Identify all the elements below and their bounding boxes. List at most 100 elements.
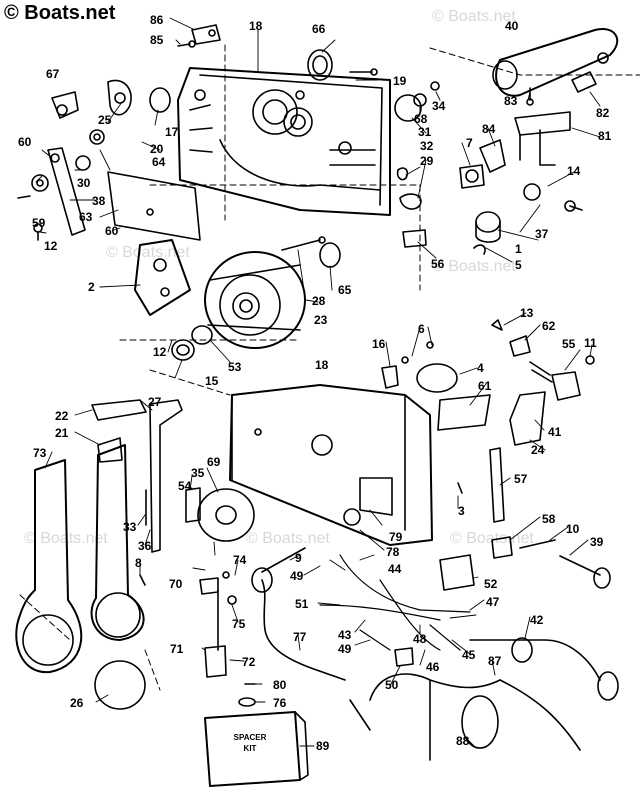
callout-label: 78 bbox=[386, 545, 400, 559]
callout-label: 14 bbox=[567, 164, 581, 178]
callout-label: 5 bbox=[515, 258, 522, 272]
callout-label: 84 bbox=[482, 122, 496, 136]
gear-assembly bbox=[204, 251, 306, 349]
callout-label: 50 bbox=[385, 678, 399, 692]
callout-label: 18 bbox=[315, 358, 329, 372]
callout-label: 21 bbox=[55, 426, 69, 440]
callout-label: 39 bbox=[590, 535, 604, 549]
callout-label: 23 bbox=[314, 313, 328, 327]
callout-label: 43 bbox=[338, 628, 352, 642]
callout-label: 55 bbox=[562, 337, 576, 351]
callout-label: 13 bbox=[520, 306, 534, 320]
callout-label: 80 bbox=[273, 678, 287, 692]
throttle-handle bbox=[492, 28, 619, 97]
callout-label: 83 bbox=[504, 94, 518, 108]
callout-label: 7 bbox=[466, 136, 473, 150]
callout-label: 57 bbox=[514, 472, 528, 486]
callout-label: 79 bbox=[389, 530, 403, 544]
callout-label: 26 bbox=[70, 696, 84, 710]
callout-label: 60 bbox=[105, 224, 119, 238]
callout-label: 19 bbox=[393, 74, 407, 88]
callout-label: 82 bbox=[596, 106, 610, 120]
callout-label: 18 bbox=[249, 19, 263, 33]
callout-label: 71 bbox=[170, 642, 184, 656]
callout-label: 45 bbox=[462, 648, 476, 662]
callout-label: 12 bbox=[44, 239, 58, 253]
watermark-faint: © Boats.net bbox=[106, 244, 190, 261]
callout-label: 11 bbox=[584, 336, 597, 350]
callout-label: 66 bbox=[312, 22, 326, 36]
callout-label: 9 bbox=[295, 551, 302, 565]
callout-label: 29 bbox=[420, 154, 434, 168]
callout-label: 47 bbox=[486, 595, 500, 609]
callout-label: 30 bbox=[77, 176, 91, 190]
callout-label: 60 bbox=[18, 135, 32, 149]
watermark-faint: © Boats.net bbox=[432, 258, 516, 275]
callout-label: 6 bbox=[418, 322, 425, 336]
spacer-kit-line1: SPACER bbox=[234, 733, 267, 742]
callout-label: 49 bbox=[338, 642, 352, 656]
callout-label: 54 bbox=[178, 479, 192, 493]
callout-label: 65 bbox=[338, 283, 352, 297]
callout-label: 87 bbox=[488, 654, 502, 668]
callout-label: 76 bbox=[273, 696, 287, 710]
callout-label: 1 bbox=[515, 242, 522, 256]
upper-control-housing bbox=[177, 67, 391, 216]
callout-label: 53 bbox=[228, 360, 242, 374]
callout-label: 61 bbox=[478, 379, 492, 393]
callout-label: 75 bbox=[232, 617, 246, 631]
callout-label: 4 bbox=[477, 361, 484, 375]
callout-label: 16 bbox=[372, 337, 386, 351]
callout-label: 46 bbox=[426, 660, 440, 674]
spacer-kit-box bbox=[204, 711, 309, 787]
callout-label: 48 bbox=[413, 632, 427, 646]
callout-label: 25 bbox=[98, 113, 112, 127]
callout-label: 2 bbox=[88, 280, 95, 294]
callout-label: 38 bbox=[92, 194, 106, 208]
callout-label: 35 bbox=[191, 466, 205, 480]
callout-label: 72 bbox=[242, 655, 256, 669]
callout-label: 69 bbox=[207, 455, 221, 469]
callout-label: 37 bbox=[535, 227, 549, 241]
callout-label: 20 bbox=[150, 142, 164, 156]
callout-label: 42 bbox=[530, 613, 544, 627]
watermark-main: © Boats.net bbox=[4, 2, 116, 24]
callout-label: 49 bbox=[290, 569, 304, 583]
callout-label: 68 bbox=[414, 112, 428, 126]
callout-label: 73 bbox=[33, 446, 47, 460]
callout-label: 74 bbox=[233, 553, 247, 567]
callout-label: 86 bbox=[150, 13, 164, 27]
callout-label: 56 bbox=[431, 257, 445, 271]
callout-label: 40 bbox=[505, 19, 519, 33]
callout-label: 12 bbox=[153, 345, 167, 359]
callout-label: 34 bbox=[432, 99, 446, 113]
lower-control-housing bbox=[229, 384, 433, 546]
callout-label: 44 bbox=[388, 562, 402, 576]
callout-label: 63 bbox=[79, 210, 93, 224]
watermark-faint: © Boats.net bbox=[432, 8, 516, 25]
callout-label: 70 bbox=[169, 577, 183, 591]
callout-label: 58 bbox=[542, 512, 556, 526]
watermark-faint: © Boats.net bbox=[450, 530, 534, 547]
callout-label: 67 bbox=[46, 67, 60, 81]
spacer-kit-line2: KIT bbox=[244, 744, 257, 753]
callout-label: 22 bbox=[55, 409, 69, 423]
callout-label: 10 bbox=[566, 522, 580, 536]
callout-label: 15 bbox=[205, 374, 219, 388]
callout-label: 32 bbox=[420, 139, 434, 153]
callout-label: 89 bbox=[316, 739, 330, 753]
callout-label: 52 bbox=[484, 577, 498, 591]
callout-label: 8 bbox=[135, 556, 142, 570]
callout-label: 88 bbox=[456, 734, 470, 748]
callout-label: 81 bbox=[598, 129, 612, 143]
callout-label: 77 bbox=[293, 630, 307, 644]
callout-label: 36 bbox=[138, 539, 152, 553]
control-handle-73 bbox=[15, 459, 83, 674]
callout-label: 41 bbox=[548, 425, 562, 439]
callout-label: 27 bbox=[148, 395, 162, 409]
wiring-harness bbox=[319, 554, 471, 651]
callout-label: 62 bbox=[542, 319, 556, 333]
callout-label: 31 bbox=[418, 125, 432, 139]
